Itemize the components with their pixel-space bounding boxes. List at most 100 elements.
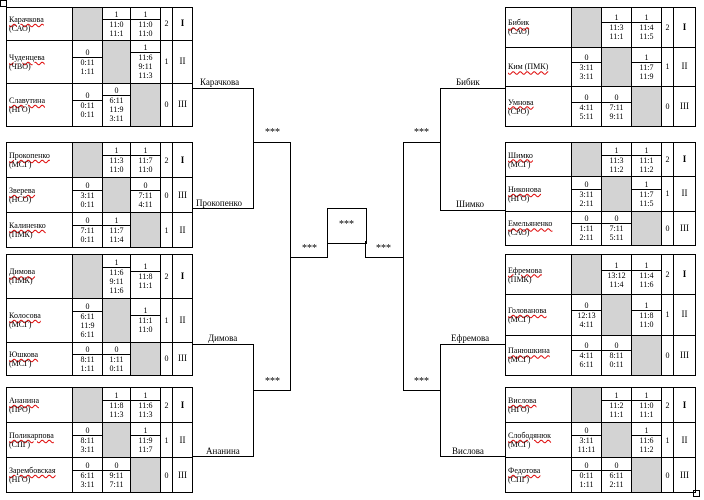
game-score: 7:11 bbox=[109, 480, 124, 489]
match-win-flag: 0 bbox=[602, 461, 631, 471]
game-score: 11:0 bbox=[639, 319, 654, 329]
bracket-final-right: *** bbox=[376, 243, 391, 254]
game-score: 11:3 bbox=[138, 71, 153, 81]
player-region: (МСГ) bbox=[508, 440, 531, 449]
player-cell: Ким (ПМК) bbox=[505, 46, 572, 88]
match-win-flag: 0 bbox=[572, 93, 601, 103]
game-score: 11:9 bbox=[138, 436, 153, 445]
points-cell: 1 bbox=[661, 294, 674, 336]
player-name: Шимко bbox=[508, 150, 533, 160]
table-move-handle[interactable] bbox=[0, 0, 7, 7]
player-region: (ЧВО) bbox=[9, 61, 31, 71]
player-name: Ефремова bbox=[508, 265, 542, 275]
game-score: 11:3 bbox=[609, 155, 624, 165]
self-cell bbox=[130, 82, 161, 128]
player-name: Прокопенко bbox=[9, 151, 50, 160]
bracket-semi-left-bottom: *** bbox=[265, 376, 280, 387]
bracket-semi-left-top: *** bbox=[265, 127, 280, 138]
place-cell: III bbox=[673, 86, 696, 127]
game-score: 3:11 bbox=[579, 62, 594, 72]
game-score: 6:11 bbox=[609, 471, 624, 480]
points-cell: 0 bbox=[160, 457, 173, 493]
game-score: 11:0 bbox=[109, 165, 124, 174]
player-name: Зверева bbox=[9, 186, 36, 195]
game-score: 11:1 bbox=[138, 316, 153, 326]
player-cell: Бибик(САО) bbox=[505, 7, 572, 48]
game-score: 0:11 bbox=[80, 200, 95, 209]
match-win-flag: 0 bbox=[73, 461, 102, 471]
player-region: (ПМК) bbox=[508, 274, 532, 284]
match-win-flag: 1 bbox=[131, 146, 160, 156]
game-score: 3:11 bbox=[579, 71, 594, 81]
points-cell: 2 bbox=[661, 253, 674, 296]
player-name: Калиненко bbox=[9, 221, 46, 230]
match-win-flag: 0 bbox=[572, 53, 601, 63]
game-score: 11:8 bbox=[639, 310, 654, 320]
points-cell: 0 bbox=[661, 86, 674, 127]
game-score: 11:7 bbox=[109, 226, 124, 235]
points-cell: 0 bbox=[160, 177, 173, 213]
game-score: 9:11 bbox=[109, 471, 124, 480]
game-score: 2:11 bbox=[609, 480, 624, 489]
bracket-winner-2: Прокопенко bbox=[196, 198, 242, 208]
game-score: 1:11 bbox=[579, 224, 594, 234]
points-cell: 0 bbox=[160, 82, 173, 128]
points-cell: 2 bbox=[160, 7, 173, 41]
points-cell: 2 bbox=[160, 254, 173, 299]
match-win-flag: 1 bbox=[632, 426, 661, 436]
self-cell bbox=[601, 46, 632, 88]
place-cell: I bbox=[673, 387, 696, 423]
game-score: 11:5 bbox=[639, 198, 654, 208]
self-cell bbox=[601, 422, 632, 458]
game-score: 1:11 bbox=[579, 480, 594, 489]
game-score: 6:11 bbox=[80, 329, 95, 339]
game-score: 1:11 bbox=[80, 66, 95, 76]
match-win-flag: 1 bbox=[632, 53, 661, 63]
points-cell: 0 bbox=[160, 341, 173, 377]
player-cell: Поликарпова(СПГ) bbox=[6, 422, 73, 458]
player-cell: Юшкова(МСГ) bbox=[6, 341, 73, 377]
game-score: 11:4 bbox=[639, 23, 654, 33]
match-win-flag: 1 bbox=[103, 10, 130, 20]
game-score: 11:2 bbox=[609, 401, 624, 410]
self-cell bbox=[72, 7, 103, 41]
self-cell bbox=[130, 457, 161, 493]
final-result: *** bbox=[339, 219, 354, 230]
place-cell: I bbox=[172, 387, 193, 423]
bracket-winner-1: Карачкова bbox=[200, 77, 240, 87]
place-cell: II bbox=[172, 422, 193, 458]
match-win-flag: 0 bbox=[602, 341, 631, 352]
self-cell bbox=[130, 212, 161, 248]
table-resize-handle[interactable] bbox=[693, 490, 700, 497]
place-cell: II bbox=[673, 176, 696, 212]
game-score: 11:0 bbox=[138, 325, 153, 335]
game-score: 11:7 bbox=[138, 156, 153, 165]
player-region: (НСО) bbox=[9, 195, 32, 204]
game-score: 11:3 bbox=[609, 23, 624, 33]
self-cell bbox=[102, 422, 131, 458]
